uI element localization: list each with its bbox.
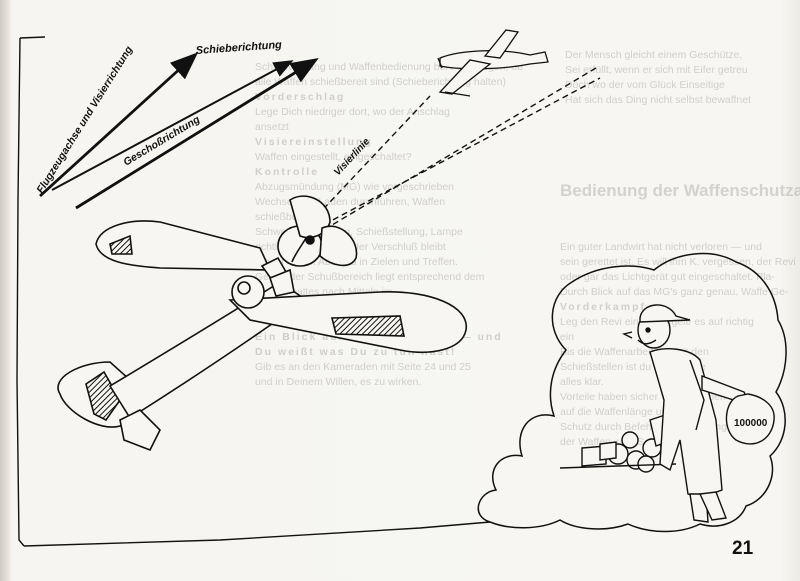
bleed-line: Visiereinstellung bbox=[255, 136, 373, 148]
bleed-line: Durch Blick auf das MG's ganz genau, Waf… bbox=[560, 286, 789, 298]
bleed-line: und in Deinem Willen, es zu wirken. bbox=[255, 376, 422, 388]
bleed-line: Sei erfüllt, wenn er sich mit Eifer getr… bbox=[565, 64, 748, 76]
fighter-plane bbox=[57, 195, 467, 452]
book-gutter bbox=[0, 0, 10, 581]
money-bag-label: 100000 bbox=[734, 418, 768, 429]
bleed-line: Waffen eingestellt, eingeschaltet? bbox=[255, 151, 412, 163]
sight-line-label: Visierlinie bbox=[332, 136, 372, 178]
bleed-line: ein bbox=[560, 331, 575, 343]
bleed-line: Vorderschlag bbox=[255, 91, 346, 103]
bleed-line: Ein guter Landwirt hat nicht verloren — … bbox=[560, 241, 762, 253]
push-direction-label: Schieberichtung bbox=[195, 39, 282, 57]
bleed-line: ansetzt bbox=[255, 121, 289, 133]
bleed-heading: Bedienung der Waffenschutzanlage bbox=[560, 180, 800, 202]
market-scene bbox=[559, 304, 775, 523]
bleed-line: Der Mensch gleicht einem Geschütze, bbox=[565, 49, 743, 61]
aircraft-axis-arrow bbox=[39, 52, 199, 198]
bleed-line: Hat sich das Ding nicht selbst bewaffnet bbox=[565, 94, 751, 106]
bullet-direction-label: Geschoßrichtung bbox=[121, 113, 202, 168]
target-bomber bbox=[437, 29, 549, 97]
bleed-line: Kontrolle bbox=[255, 166, 320, 178]
sketch-frame bbox=[16, 36, 491, 547]
thought-cloud bbox=[477, 252, 787, 533]
direction-arrows bbox=[39, 52, 319, 210]
bleed-line: Gib es an den Kameraden mit Seite 24 und… bbox=[255, 361, 471, 373]
bleed-line: alles klar. bbox=[560, 376, 604, 388]
bleed-line: sein gerettet ist. Es will ihm K. verges… bbox=[560, 256, 796, 268]
bleed-line: Doch wo der vom Glück Einseitige bbox=[565, 79, 725, 91]
bleed-line: Vorderkampf bbox=[560, 301, 646, 313]
bleed-line: Genau der Schußbereich liegt entsprechen… bbox=[255, 271, 485, 283]
bleed-line: Abzugsmündung (MG) wie vorgeschrieben bbox=[255, 181, 455, 193]
bleed-line: oder gar das Lichtgerät gut eingeschalte… bbox=[560, 271, 775, 283]
bullet-direction-arrow bbox=[75, 58, 319, 210]
push-direction-arrow bbox=[51, 60, 294, 191]
bleed-text-right-top: Der Mensch gleicht einem Geschütze, Sei … bbox=[565, 48, 751, 108]
bleed-heading-text: Bedienung der Waffenschutzanlage bbox=[560, 181, 800, 200]
bleed-line: Lege Dich niedriger dort, wo der Anschla… bbox=[255, 106, 450, 118]
page-number: 21 bbox=[732, 538, 754, 559]
